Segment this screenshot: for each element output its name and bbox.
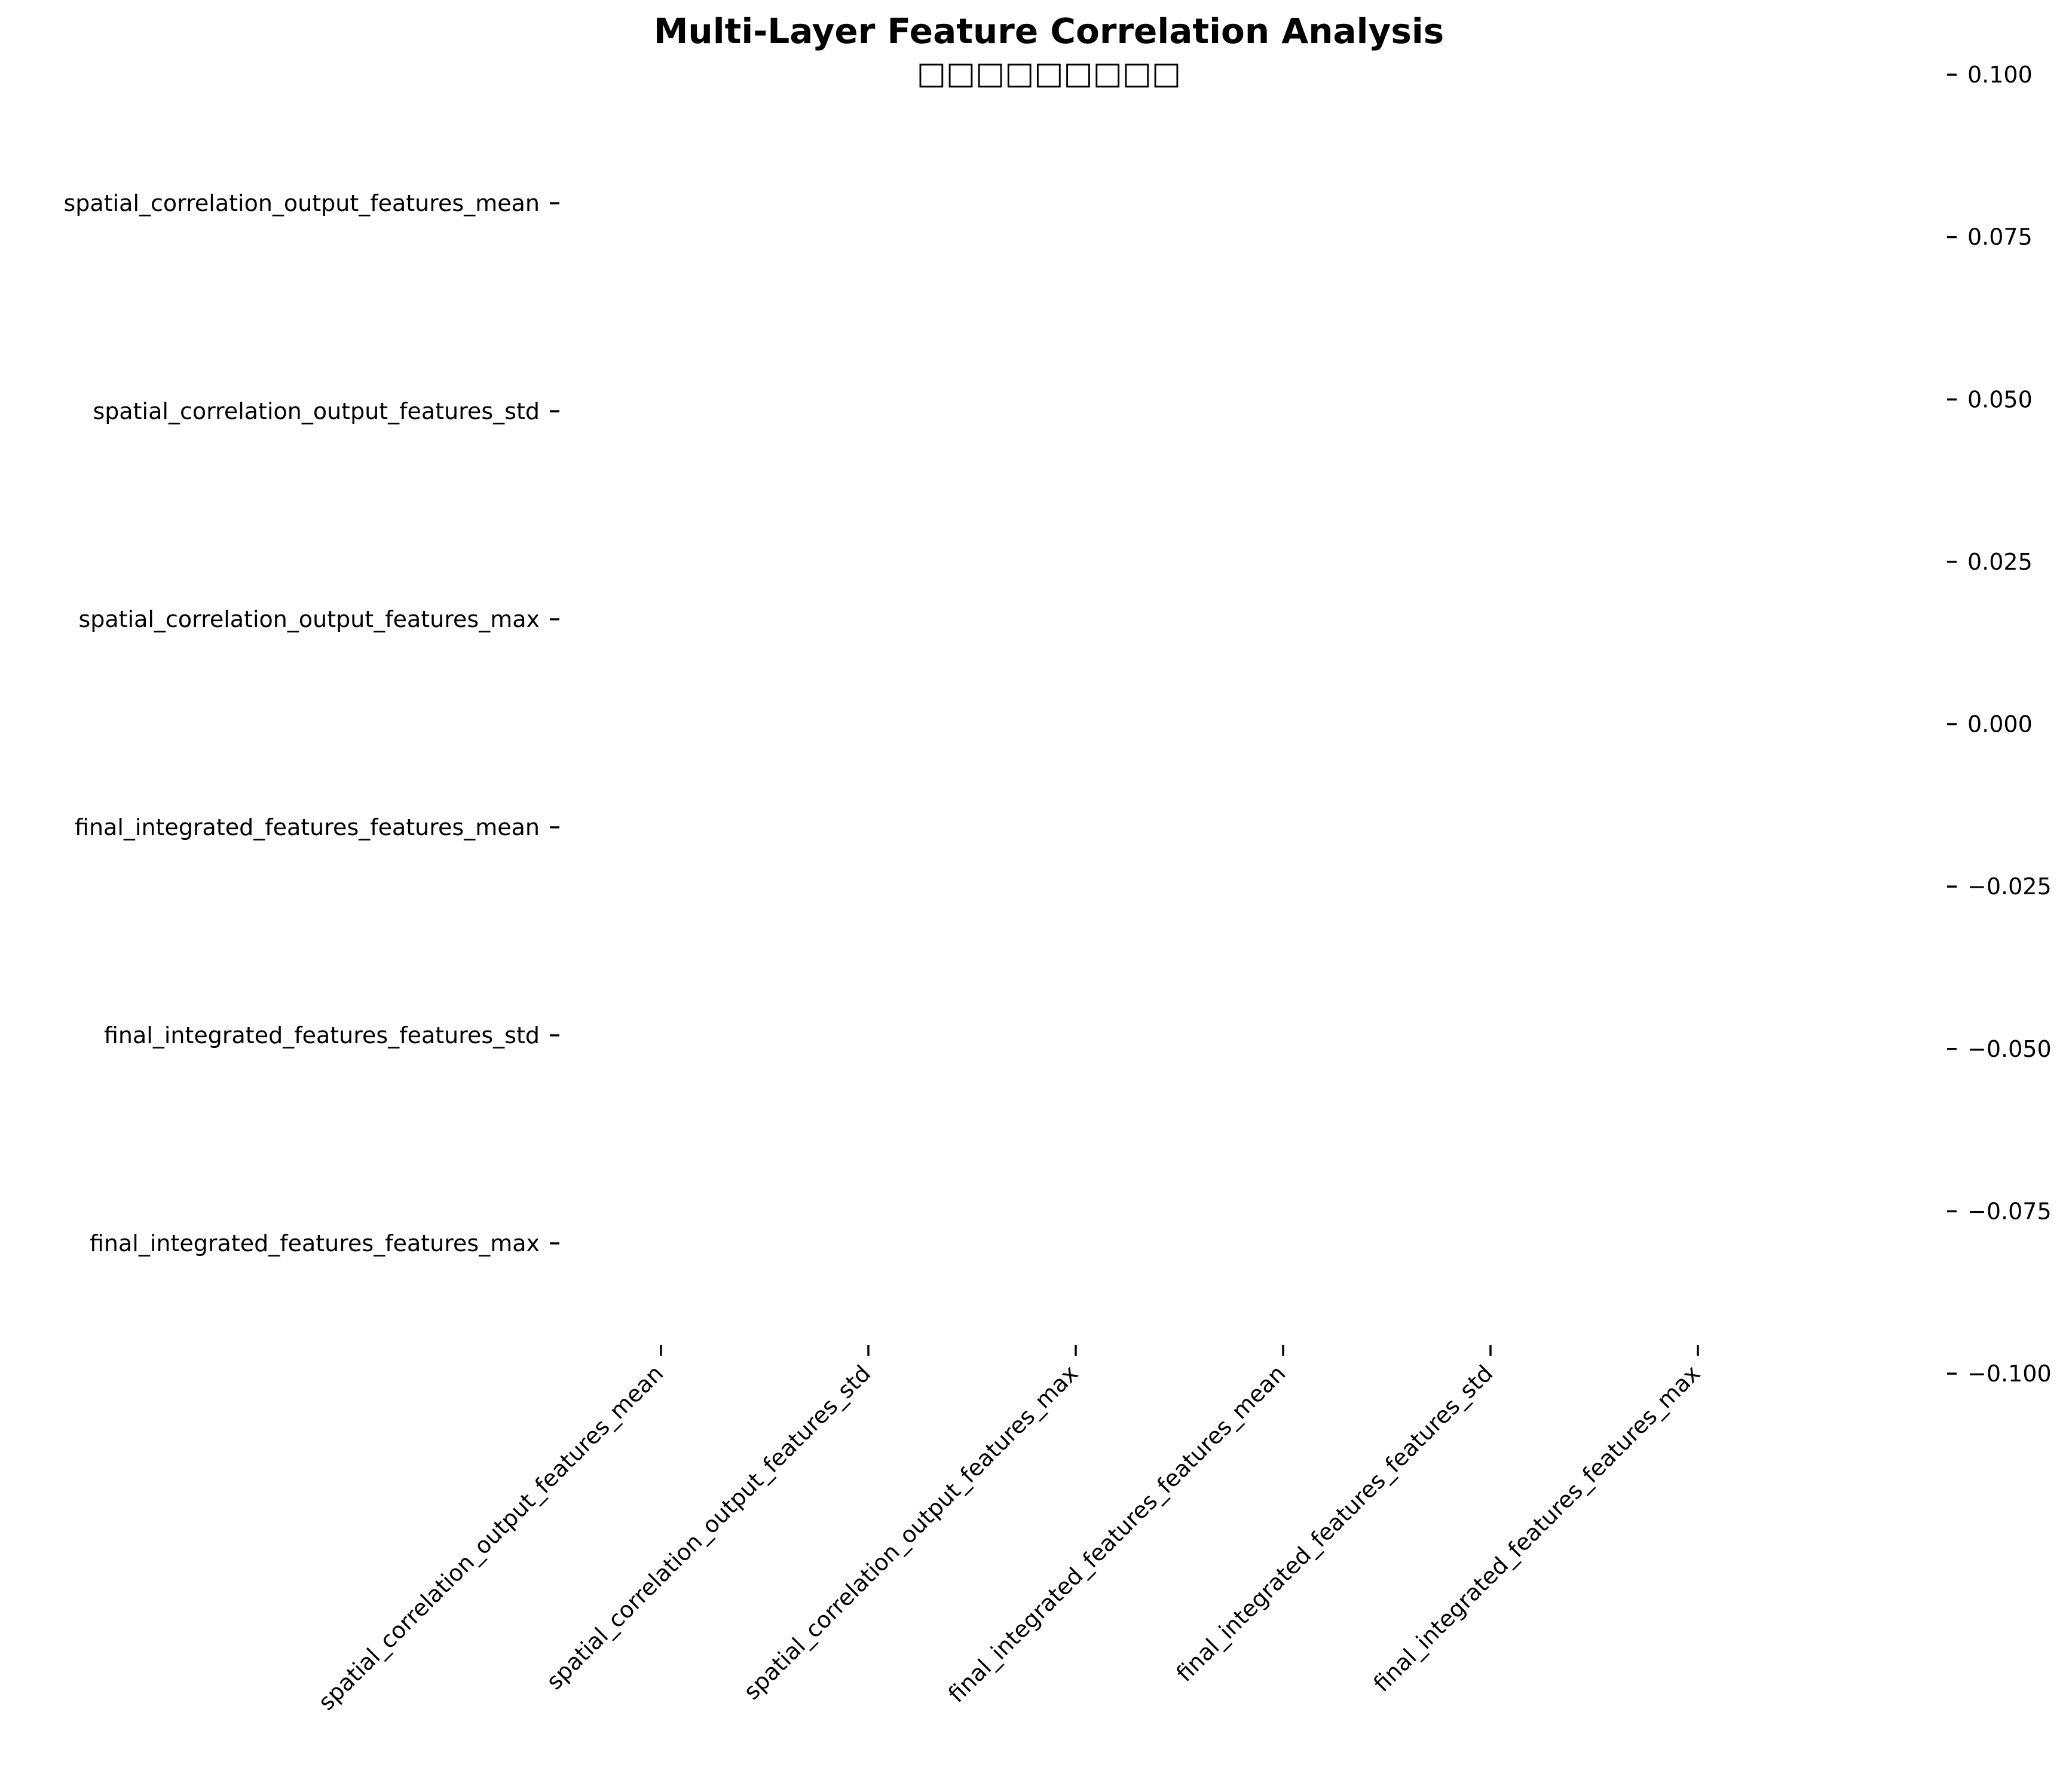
y-tick-label: spatial_correlation_output_features_mean bbox=[64, 190, 540, 216]
x-tick-label: spatial_correlation_output_features_std bbox=[541, 1360, 876, 1695]
x-tick-label: final_integrated_features_features_max bbox=[1369, 1360, 1706, 1697]
colorbar-tick-label: −0.025 bbox=[1967, 873, 2052, 900]
x-tick-label: final_integrated_features_features_std bbox=[1171, 1360, 1498, 1687]
colorbar-tick-label: 0.025 bbox=[1967, 549, 2033, 575]
y-tick-label: spatial_correlation_output_features_max bbox=[78, 606, 540, 632]
colorbar-tick-label: 0.050 bbox=[1967, 386, 2033, 412]
colorbar-tick-label: 0.075 bbox=[1967, 224, 2033, 250]
colorbar-tick-label: −0.100 bbox=[1967, 1361, 2052, 1387]
y-tick-label: spatial_correlation_output_features_std bbox=[93, 398, 540, 424]
chart-subtitle: □□□□□□□□□ bbox=[917, 56, 1181, 91]
x-axis: spatial_correlation_output_features_mean… bbox=[313, 1345, 1705, 1716]
chart-title: Multi-Layer Feature Correlation Analysis bbox=[654, 11, 1444, 51]
y-tick-label: final_integrated_features_features_mean bbox=[75, 814, 540, 840]
colorbar-tick-label: 0.100 bbox=[1967, 62, 2033, 88]
colorbar-axis: 0.100 0.075 0.050 0.025 0.000 −0.025 −0.050 −0.… bbox=[1947, 62, 2052, 1387]
x-tick-label: spatial_correlation_output_features_max bbox=[739, 1360, 1084, 1705]
colorbar-tick-label: 0.000 bbox=[1967, 711, 2033, 738]
y-axis: spatial_correlation_output_features_mean… bbox=[64, 190, 559, 1257]
colorbar-tick-label: −0.075 bbox=[1967, 1198, 2052, 1224]
y-tick-label: final_integrated_features_features_std bbox=[104, 1022, 540, 1048]
colorbar-tick-label: −0.050 bbox=[1967, 1036, 2052, 1062]
x-tick-label: final_integrated_features_features_mean bbox=[943, 1360, 1290, 1707]
y-tick-label: final_integrated_features_features_max bbox=[90, 1230, 540, 1257]
x-tick-label: spatial_correlation_output_features_mean bbox=[313, 1360, 668, 1715]
